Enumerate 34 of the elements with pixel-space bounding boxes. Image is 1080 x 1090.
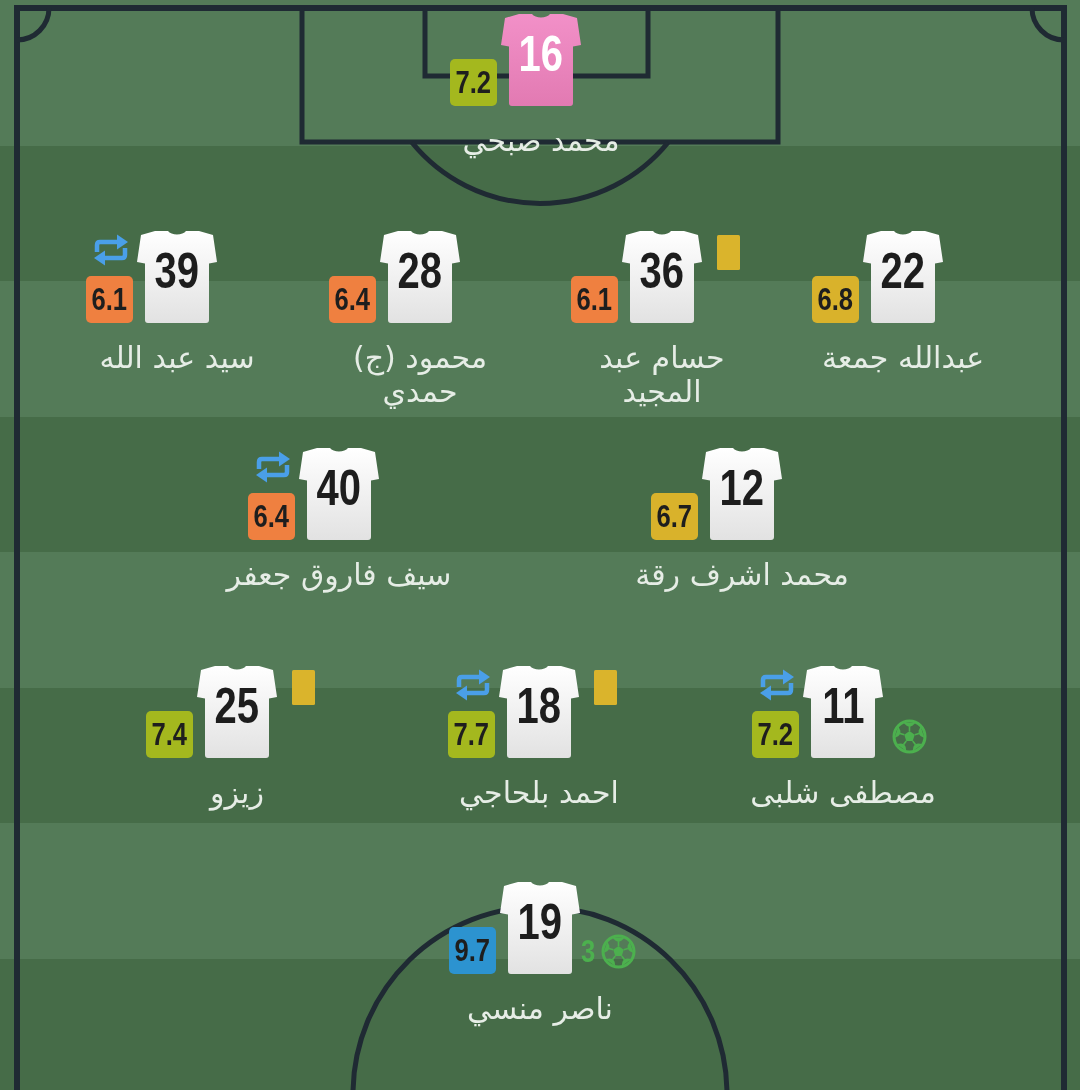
jersey: 18 bbox=[499, 666, 579, 758]
jersey: 22 bbox=[863, 231, 943, 323]
rating-badge: 6.1 bbox=[86, 276, 133, 323]
jersey: 40 bbox=[299, 448, 379, 540]
player-name: احمد بلحاجي bbox=[459, 776, 619, 810]
player-name: محمد صبحي bbox=[462, 124, 620, 158]
jersey: 12 bbox=[702, 448, 782, 540]
rating-badge: 6.4 bbox=[329, 276, 376, 323]
rating-badge: 6.8 bbox=[812, 276, 859, 323]
rating-badge: 7.7 bbox=[448, 711, 495, 758]
player-name: سيف فاروق جعفر bbox=[226, 558, 452, 592]
player-name: سيد عبد الله bbox=[99, 341, 255, 375]
jersey: 36 bbox=[622, 231, 702, 323]
goal-count: 3 bbox=[580, 935, 596, 967]
jersey: 16 bbox=[501, 14, 581, 106]
rating-badge: 6.7 bbox=[651, 493, 698, 540]
jersey: 39 bbox=[137, 231, 217, 323]
jersey: 28 bbox=[380, 231, 460, 323]
player-name: مصطفى شلبى bbox=[750, 776, 936, 810]
jersey: 19 bbox=[500, 882, 580, 974]
rating-badge: 6.4 bbox=[248, 493, 295, 540]
rating-badge: 7.2 bbox=[752, 711, 799, 758]
player-name: زيزو bbox=[210, 776, 264, 810]
rating-badge: 7.2 bbox=[450, 59, 497, 106]
jersey: 11 bbox=[803, 666, 883, 758]
player-name: ناصر منسي bbox=[467, 992, 613, 1026]
player-name: حسام عبد المجيد bbox=[598, 341, 726, 409]
rating-badge: 9.7 bbox=[449, 927, 496, 974]
player-name: محمد اشرف رقة bbox=[635, 558, 849, 592]
rating-badge: 6.1 bbox=[571, 276, 618, 323]
player-name: محمود (ج) حمدي bbox=[352, 341, 488, 409]
rating-badge: 7.4 bbox=[146, 711, 193, 758]
jersey: 25 bbox=[197, 666, 277, 758]
player-name: عبدالله جمعة bbox=[821, 341, 985, 375]
